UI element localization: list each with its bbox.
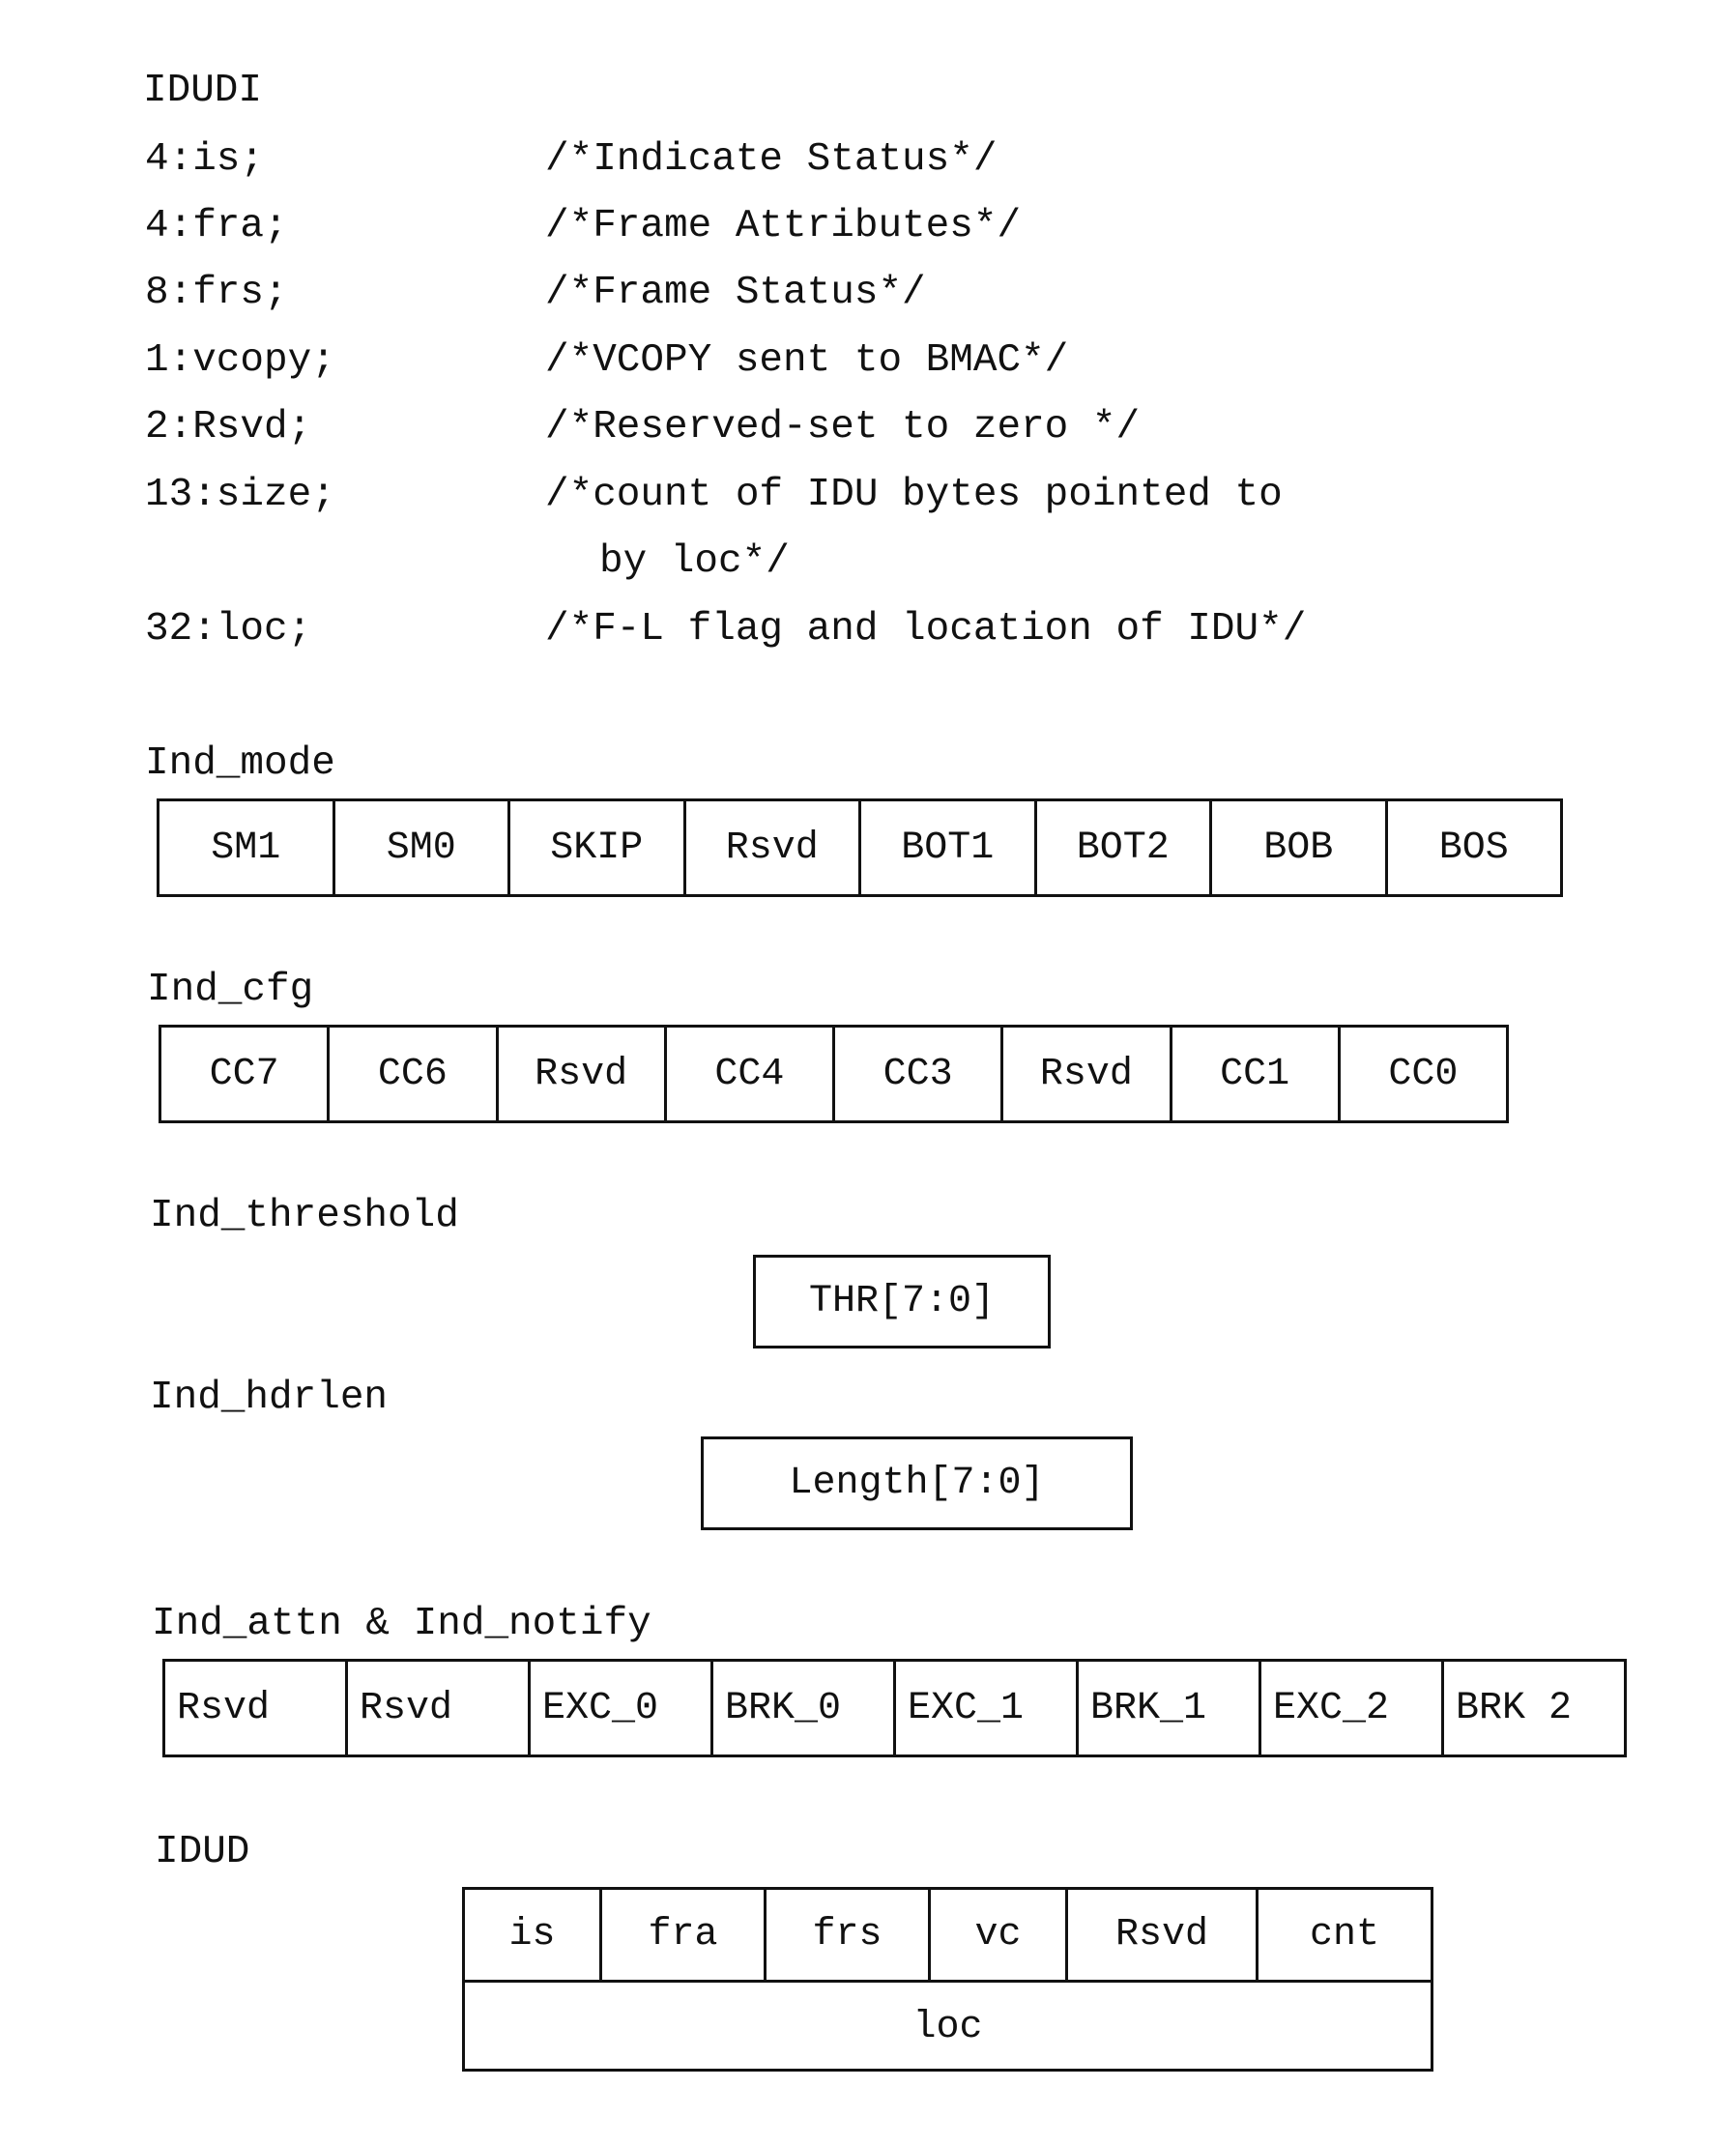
ind-cfg-bit: CC1 — [1172, 1028, 1341, 1120]
field-comment: /*Frame Attributes*/ — [545, 204, 1021, 248]
idud-field: is — [465, 1890, 602, 1980]
ind-mode-bit: BOB — [1212, 801, 1388, 894]
ind-mode-bit: BOS — [1388, 801, 1561, 894]
ind-cfg-bit: Rsvd — [499, 1028, 667, 1120]
ind-attn-bit: EXC_0 — [531, 1662, 713, 1754]
ind-mode-bit: SM0 — [335, 801, 511, 894]
idud-header-row: is fra frs vc Rsvd cnt — [465, 1890, 1431, 1983]
field-decl: 4:is; — [145, 137, 264, 182]
ind-cfg-register: CC7 CC6 Rsvd CC4 CC3 Rsvd CC1 CC0 — [159, 1025, 1509, 1123]
idud-label: IDUD — [155, 1833, 249, 1872]
idud-field: fra — [602, 1890, 767, 1980]
field-comment: /*Indicate Status*/ — [545, 137, 997, 182]
field-decl: 4:fra; — [145, 204, 288, 248]
ind-mode-bit: Rsvd — [686, 801, 862, 894]
idudi-field-frs: 8:frs; /*Frame Status*/ — [145, 271, 192, 317]
ind-mode-bit: SM1 — [159, 801, 335, 894]
ind-cfg-bit: CC7 — [161, 1028, 330, 1120]
ind-hdrlen-field: Length[7:0] — [701, 1436, 1133, 1530]
field-decl: 32:loc; — [145, 607, 311, 652]
idud-field: vc — [931, 1890, 1068, 1980]
ind-attn-bit: BRK_1 — [1079, 1662, 1261, 1754]
ind-attn-bit: BRK_0 — [713, 1662, 896, 1754]
ind-attn-bit: Rsvd — [165, 1662, 348, 1754]
ind-attn-bit: EXC_1 — [896, 1662, 1079, 1754]
idudi-title: IDUDI — [143, 72, 262, 111]
field-comment: /*Reserved-set to zero */ — [545, 405, 1140, 450]
ind-mode-bit: SKIP — [510, 801, 686, 894]
field-decl: 8:frs; — [145, 271, 288, 315]
ind-mode-register: SM1 SM0 SKIP Rsvd BOT1 BOT2 BOB BOS — [157, 798, 1563, 897]
field-comment: /*Frame Status*/ — [545, 271, 926, 315]
field-comment: /*F-L flag and location of IDU*/ — [545, 607, 1306, 652]
idudi-field-rsvd: 2:Rsvd; /*Reserved-set to zero */ — [145, 405, 192, 451]
idud-field: Rsvd — [1068, 1890, 1259, 1980]
ind-mode-bit: BOT2 — [1037, 801, 1213, 894]
ind-cfg-bit: CC4 — [667, 1028, 835, 1120]
ind-hdrlen-label: Ind_hdrlen — [150, 1378, 388, 1418]
idudi-field-loc: 32:loc; /*F-L flag and location of IDU*/ — [145, 607, 192, 653]
ind-attn-bit: Rsvd — [348, 1662, 531, 1754]
size-comment-continuation: by loc*/ — [599, 539, 790, 584]
ind-cfg-bit: CC0 — [1341, 1028, 1506, 1120]
field-decl: 2:Rsvd; — [145, 405, 311, 450]
ind-mode-label: Ind_mode — [145, 744, 335, 784]
ind-attn-bit: EXC_2 — [1261, 1662, 1444, 1754]
ind-threshold-field: THR[7:0] — [753, 1255, 1051, 1348]
idud-structure: is fra frs vc Rsvd cnt loc — [462, 1887, 1433, 2072]
idudi-field-is: 4:is; /*Indicate Status*/ — [145, 137, 192, 184]
ind-mode-bit: BOT1 — [861, 801, 1037, 894]
idud-loc-row: loc — [465, 1983, 1431, 2072]
ind-attn-label: Ind_attn & Ind_notify — [152, 1605, 651, 1644]
ind-cfg-bit: CC3 — [835, 1028, 1003, 1120]
field-comment: /*VCOPY sent to BMAC*/ — [545, 338, 1068, 383]
field-decl: 1:vcopy; — [145, 338, 335, 383]
idud-field: frs — [767, 1890, 931, 1980]
idudi-field-fra: 4:fra; /*Frame Attributes*/ — [145, 204, 192, 250]
idud-field: cnt — [1259, 1890, 1431, 1980]
idudi-field-size: 13:size; /*count of IDU bytes pointed to — [145, 473, 192, 519]
ind-attn-bit: BRK 2 — [1444, 1662, 1624, 1754]
ind-cfg-bit: Rsvd — [1003, 1028, 1172, 1120]
ind-cfg-bit: CC6 — [330, 1028, 498, 1120]
field-decl: 13:size; — [145, 473, 335, 517]
ind-threshold-label: Ind_threshold — [150, 1197, 459, 1236]
ind-attn-register: Rsvd Rsvd EXC_0 BRK_0 EXC_1 BRK_1 EXC_2 … — [162, 1659, 1627, 1757]
ind-cfg-label: Ind_cfg — [147, 971, 313, 1010]
field-comment: /*count of IDU bytes pointed to — [545, 473, 1283, 517]
idudi-field-vcopy: 1:vcopy; /*VCOPY sent to BMAC*/ — [145, 338, 192, 385]
